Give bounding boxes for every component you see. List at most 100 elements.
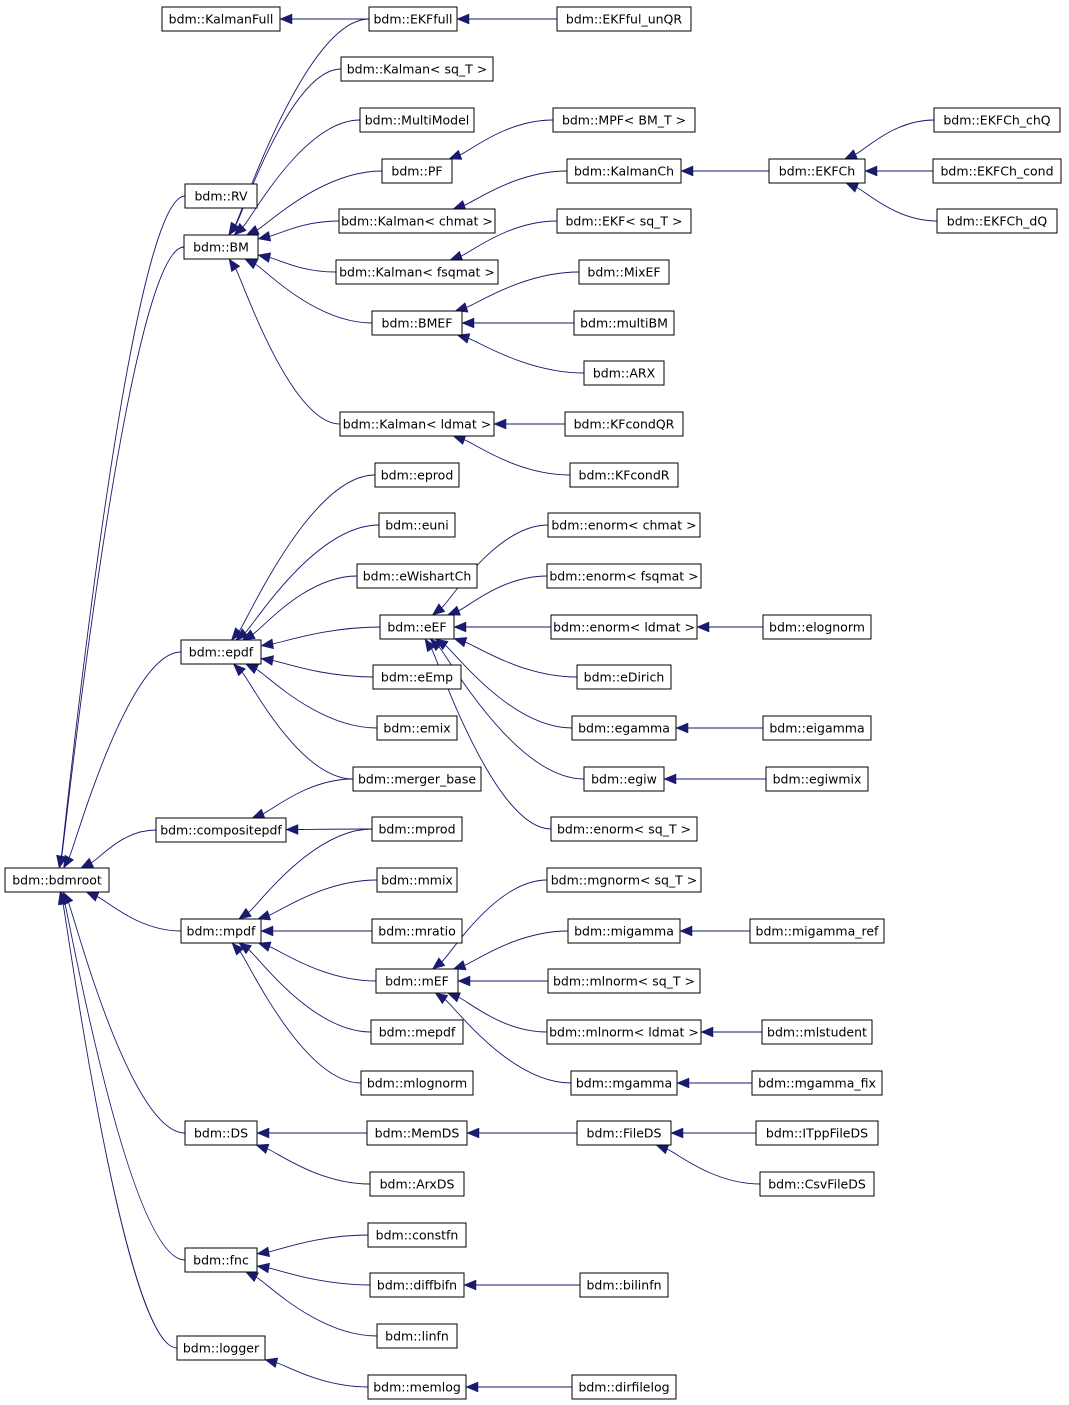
class-node-EKFCh_dQ[interactable]: bdm::EKFCh_dQ [936, 208, 1058, 234]
class-node-egamma[interactable]: bdm::egamma [571, 715, 677, 741]
class-node-DS[interactable]: bdm::DS [184, 1120, 258, 1146]
class-node-diffbifn[interactable]: bdm::diffbifn [369, 1272, 465, 1298]
class-node-epdf[interactable]: bdm::epdf [180, 639, 262, 665]
class-node-linfn[interactable]: bdm::linfn [376, 1323, 458, 1349]
class-node-mlnorm_ldmat[interactable]: bdm::mlnorm< ldmat > [546, 1019, 702, 1045]
class-label: bdm::enorm< chmat > [551, 518, 696, 533]
class-node-fnc[interactable]: bdm::fnc [184, 1247, 258, 1273]
class-node-eEmp[interactable]: bdm::eEmp [372, 664, 462, 690]
class-node-bdmroot[interactable]: bdm::bdmroot [4, 867, 110, 893]
class-node-mepdf[interactable]: bdm::mepdf [370, 1019, 464, 1045]
class-node-mmix[interactable]: bdm::mmix [376, 867, 458, 893]
class-node-dirfilelog[interactable]: bdm::dirfilelog [571, 1374, 677, 1400]
class-node-MixEF[interactable]: bdm::MixEF [578, 259, 670, 285]
class-node-MemDS[interactable]: bdm::MemDS [366, 1120, 468, 1146]
class-node-Kalman_ldmat[interactable]: bdm::Kalman< ldmat > [339, 411, 495, 437]
class-box [367, 1222, 467, 1248]
class-node-migamma_ref[interactable]: bdm::migamma_ref [749, 918, 885, 944]
class-node-ArxDS[interactable]: bdm::ArxDS [369, 1171, 465, 1197]
class-node-RV[interactable]: bdm::RV [184, 183, 258, 209]
class-node-PF[interactable]: bdm::PF [381, 158, 453, 184]
edge-MixEF-to-BMEF [466, 271, 580, 308]
class-node-ARX[interactable]: bdm::ARX [583, 360, 665, 386]
class-label: bdm::egiw [591, 772, 657, 787]
class-node-mlognorm[interactable]: bdm::mlognorm [360, 1070, 474, 1096]
arrowhead-ITppFileDS-to-FileDS [670, 1127, 684, 1139]
class-box [573, 310, 675, 336]
edge-Kalman_fsqmat-to-BM [269, 257, 337, 273]
class-node-EKFCh[interactable]: bdm::EKFCh [768, 158, 866, 184]
arrowhead-enorm_ldmat-to-eEF [453, 621, 467, 633]
class-node-Kalman_sq_T[interactable]: bdm::Kalman< sq_T > [340, 56, 494, 82]
class-node-memlog[interactable]: bdm::memlog [367, 1374, 467, 1400]
class-node-emix[interactable]: bdm::emix [376, 715, 458, 741]
class-node-eprod[interactable]: bdm::eprod [374, 462, 460, 488]
class-node-bilinfn[interactable]: bdm::bilinfn [579, 1272, 669, 1298]
class-node-ITppFileDS[interactable]: bdm::ITppFileDS [755, 1120, 879, 1146]
class-node-egiw[interactable]: bdm::egiw [583, 766, 665, 792]
class-node-mgnorm_sq_T[interactable]: bdm::mgnorm< sq_T > [546, 867, 702, 893]
class-label: bdm::DS [194, 1126, 248, 1141]
edge-enorm_sq_T-to-eEF [431, 648, 552, 830]
class-label: bdm::eEF [387, 620, 446, 635]
class-node-merger_base[interactable]: bdm::merger_base [352, 766, 482, 792]
class-node-mlnorm_sq_T[interactable]: bdm::mlnorm< sq_T > [547, 968, 701, 994]
class-node-logger[interactable]: bdm::logger [176, 1335, 266, 1361]
class-node-euni[interactable]: bdm::euni [378, 512, 456, 538]
class-node-Kalman_chmat[interactable]: bdm::Kalman< chmat > [338, 208, 496, 234]
class-node-enorm_sq_T[interactable]: bdm::enorm< sq_T > [550, 816, 698, 842]
edge-linfn-to-fnc [256, 1276, 378, 1337]
edge-ArxDS-to-DS [267, 1148, 371, 1185]
class-node-KalmanFull[interactable]: bdm::KalmanFull [161, 6, 281, 32]
arrowhead-Kalman_fsqmat-to-BM [257, 252, 272, 263]
class-node-mprod[interactable]: bdm::mprod [371, 816, 463, 842]
class-box [371, 918, 463, 944]
class-node-EKFfull[interactable]: bdm::EKFfull [368, 6, 458, 32]
class-node-eEF[interactable]: bdm::eEF [379, 614, 455, 640]
class-node-eDirich[interactable]: bdm::eDirich [576, 664, 672, 690]
class-box [375, 968, 459, 994]
class-node-mlstudent[interactable]: bdm::mlstudent [761, 1019, 873, 1045]
class-node-KFcondR[interactable]: bdm::KFcondR [569, 462, 679, 488]
arrowhead-mmix-to-mpdf [257, 910, 272, 921]
class-node-KalmanCh[interactable]: bdm::KalmanCh [566, 158, 682, 184]
class-node-egiwmix[interactable]: bdm::egiwmix [765, 766, 869, 792]
class-node-Kalman_fsqmat[interactable]: bdm::Kalman< fsqmat > [335, 259, 499, 285]
arrowhead-emix-to-epdf [245, 663, 259, 675]
class-node-migamma[interactable]: bdm::migamma [567, 918, 681, 944]
class-node-constfn[interactable]: bdm::constfn [367, 1222, 467, 1248]
class-box [370, 1019, 464, 1045]
class-node-enorm_ldmat[interactable]: bdm::enorm< ldmat > [550, 614, 698, 640]
class-node-elognorm[interactable]: bdm::elognorm [762, 614, 872, 640]
edge-egamma-to-eEF [445, 645, 573, 729]
class-node-FileDS[interactable]: bdm::FileDS [576, 1120, 672, 1146]
arrowhead-EKFfull-to-KalmanFull [279, 13, 293, 25]
class-node-EKFful_unQR[interactable]: bdm::EKFful_unQR [556, 6, 692, 32]
class-node-MultiModel[interactable]: bdm::MultiModel [359, 107, 475, 133]
class-node-mgamma[interactable]: bdm::mgamma [570, 1070, 678, 1096]
class-node-compositepdf[interactable]: bdm::compositepdf [155, 817, 287, 843]
class-node-mgamma_fix[interactable]: bdm::mgamma_fix [751, 1070, 883, 1096]
class-node-BMEF[interactable]: bdm::BMEF [371, 310, 463, 336]
edge-Kalman_sq_T-to-BM [235, 68, 342, 226]
class-label: bdm::EKFCh_dQ [947, 214, 1048, 229]
class-node-MPF[interactable]: bdm::MPF< BM_T > [552, 107, 696, 133]
class-node-EKFCh_chQ[interactable]: bdm::EKFCh_chQ [933, 107, 1061, 133]
class-node-mpdf[interactable]: bdm::mpdf [180, 918, 262, 944]
edge-Kalman_ldmat-to-BM [235, 268, 341, 425]
class-node-enorm_fsqmat[interactable]: bdm::enorm< fsqmat > [546, 563, 702, 589]
class-node-multiBM[interactable]: bdm::multiBM [573, 310, 675, 336]
class-node-enorm_chmat[interactable]: bdm::enorm< chmat > [547, 512, 701, 538]
class-node-EKF_sq_T[interactable]: bdm::EKF< sq_T > [556, 208, 692, 234]
class-node-eWishartCh[interactable]: bdm::eWishartCh [356, 563, 478, 589]
class-node-CsvFileDS[interactable]: bdm::CsvFileDS [759, 1171, 875, 1197]
arrowhead-Kalman_sq_T-to-BM [228, 221, 241, 236]
class-node-KFcondQR[interactable]: bdm::KFcondQR [564, 411, 684, 437]
class-node-eigamma[interactable]: bdm::eigamma [762, 715, 872, 741]
class-node-mratio[interactable]: bdm::mratio [371, 918, 463, 944]
class-box [369, 1171, 465, 1197]
class-label: bdm::egiwmix [773, 772, 862, 787]
class-node-EKFCh_cond[interactable]: bdm::EKFCh_cond [932, 158, 1062, 184]
class-node-BM[interactable]: bdm::BM [183, 234, 259, 260]
class-node-mEF[interactable]: bdm::mEF [375, 968, 459, 994]
